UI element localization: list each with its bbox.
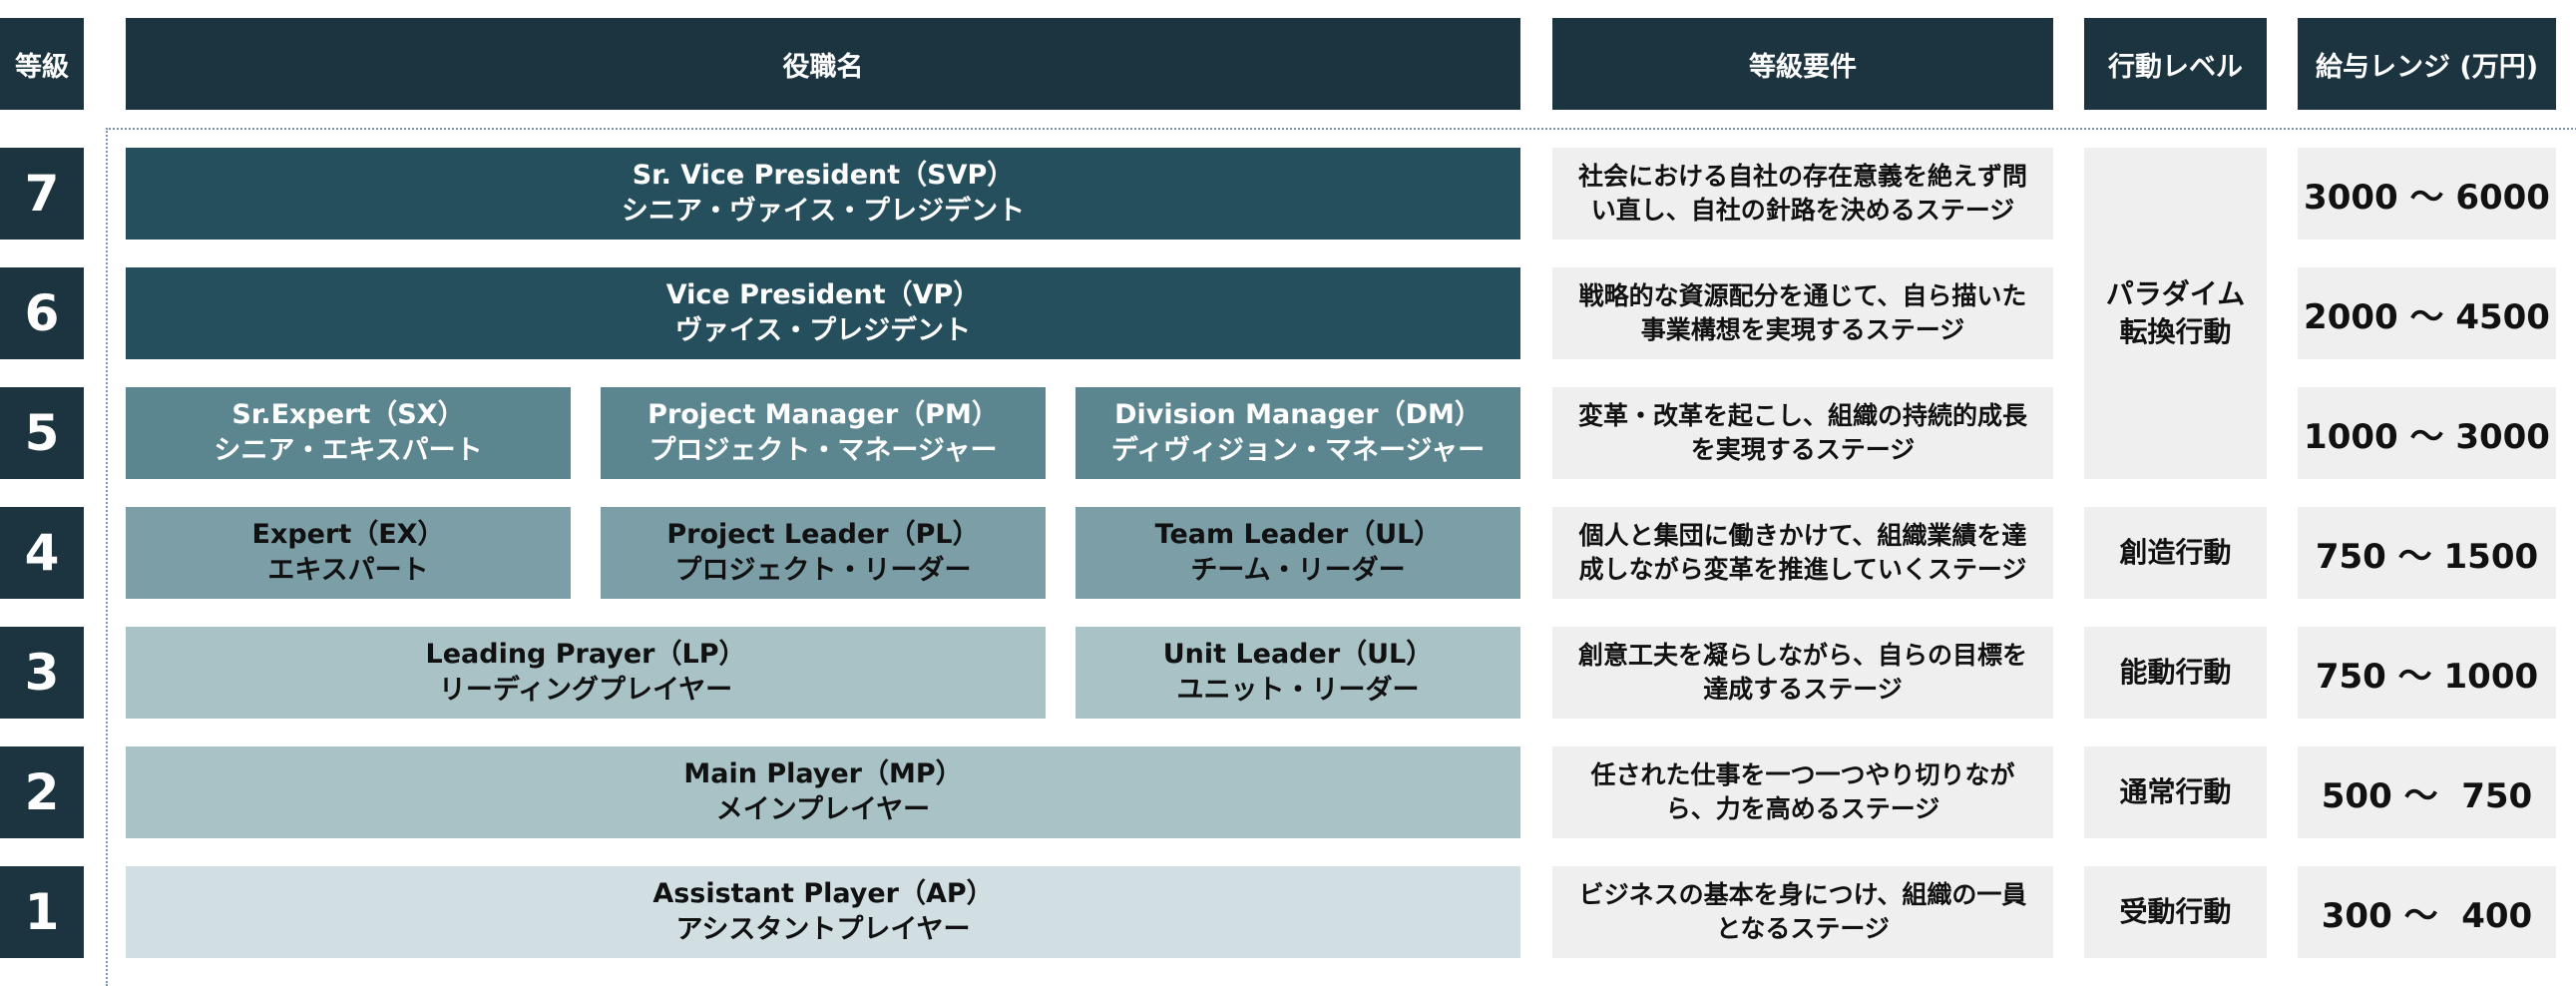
requirement-7-line-2: い直し、自社の針路を決めるステージ [1590, 196, 2015, 225]
header-requirements: 等級要件 [1552, 18, 2053, 110]
salary-7: 3000 ～ 6000 [2298, 148, 2556, 240]
role-vp-ja: ヴァイス・プレジデント [674, 315, 972, 346]
role-mp: Main Player（MP） メインプレイヤー [126, 746, 1520, 838]
requirement-3: 創意工夫を凝らしながら、自らの目標を 達成するステージ [1552, 627, 2053, 719]
role-vp: Vice President（VP） ヴァイス・プレジデント [126, 267, 1520, 359]
role-svp: Sr. Vice President（SVP） シニア・ヴァイス・プレジデント [126, 148, 1520, 240]
role-sx-en: Sr.Expert（SX） [231, 399, 465, 430]
requirement-4: 個人と集団に働きかけて、組織業績を達 成しながら変革を推進していくステージ [1552, 507, 2053, 599]
behavior-creative: 創造行動 [2084, 507, 2267, 599]
role-mp-ja: メインプレイヤー [715, 794, 931, 825]
role-ex: Expert（EX） エキスパート [126, 507, 571, 599]
behavior-paradigm: パラダイム 転換行動 [2084, 148, 2267, 479]
role-tl-ja: チーム・リーダー [1190, 555, 1406, 586]
role-dm: Division Manager（DM） ディヴィジョン・マネージャー [1075, 387, 1520, 479]
requirement-6-line-2: 事業構想を実現するステージ [1640, 315, 1965, 344]
requirement-4-line-2: 成しながら変革を推進していくステージ [1578, 555, 2027, 584]
behavior-paradigm-line-1: パラダイム [2105, 277, 2246, 310]
requirement-5: 変革・改革を起こし、組織の持続的成長 を実現するステージ [1552, 387, 2053, 479]
salary-4: 750 ～ 1500 [2298, 507, 2556, 599]
role-vp-en: Vice President（VP） [665, 279, 981, 310]
role-ul-ja: ユニット・リーダー [1176, 675, 1420, 706]
requirement-7: 社会における自社の存在意義を絶えず問 い直し、自社の針路を決めるステージ [1552, 148, 2053, 240]
requirement-6-line-1: 戦略的な資源配分を通じて、自ら描いた [1578, 281, 2027, 310]
header-grade: 等級 [0, 18, 84, 110]
grade-4: 4 [0, 507, 84, 599]
header-behavior: 行動レベル [2084, 18, 2267, 110]
role-ap-en: Assistant Player（AP） [652, 878, 994, 909]
requirement-1-line-1: ビジネスの基本を身につけ、組織の一員 [1578, 880, 2027, 909]
requirement-2: 任された仕事を一つ一つやり切りなが ら、力を高めるステージ [1552, 746, 2053, 838]
role-ul: Unit Leader（UL） ユニット・リーダー [1075, 627, 1520, 719]
requirement-4-line-1: 個人と集団に働きかけて、組織業績を達 [1578, 521, 2027, 550]
requirement-1: ビジネスの基本を身につけ、組織の一員 となるステージ [1552, 866, 2053, 958]
role-lp: Leading Prayer（LP） リーディングプレイヤー [126, 627, 1046, 719]
role-pl: Project Leader（PL） プロジェクト・リーダー [601, 507, 1046, 599]
grade-2: 2 [0, 746, 84, 838]
role-pm-ja: プロジェクト・マネージャー [648, 435, 998, 466]
role-ap: Assistant Player（AP） アシスタントプレイヤー [126, 866, 1520, 958]
salary-3: 750 ～ 1000 [2298, 627, 2556, 719]
header-title: 役職名 [126, 18, 1520, 110]
salary-5: 1000 ～ 3000 [2298, 387, 2556, 479]
grade-7: 7 [0, 148, 84, 240]
requirement-5-line-1: 変革・改革を起こし、組織の持続的成長 [1577, 401, 2027, 430]
behavior-active: 能動行動 [2084, 627, 2267, 719]
role-pm: Project Manager（PM） プロジェクト・マネージャー [601, 387, 1046, 479]
role-lp-ja: リーディングプレイヤー [438, 675, 733, 706]
role-ul-en: Unit Leader（UL） [1162, 639, 1434, 670]
role-pl-ja: プロジェクト・リーダー [674, 555, 972, 586]
role-dm-ja: ディヴィジョン・マネージャー [1110, 435, 1486, 466]
role-pl-en: Project Leader（PL） [666, 519, 980, 550]
salary-6: 2000 ～ 4500 [2298, 267, 2556, 359]
role-svp-ja: シニア・ヴァイス・プレジデント [621, 196, 1026, 227]
requirement-2-line-1: 任された仕事を一つ一つやり切りなが [1590, 760, 2015, 789]
behavior-passive: 受動行動 [2084, 866, 2267, 958]
behavior-normal: 通常行動 [2084, 746, 2267, 838]
requirement-7-line-1: 社会における自社の存在意義を絶えず問 [1577, 162, 2027, 191]
role-sx: Sr.Expert（SX） シニア・エキスパート [126, 387, 571, 479]
requirement-1-line-2: となるステージ [1716, 914, 1890, 943]
role-ex-ja: エキスパート [267, 555, 429, 586]
requirement-6: 戦略的な資源配分を通じて、自ら描いた 事業構想を実現するステージ [1552, 267, 2053, 359]
role-ex-en: Expert（EX） [251, 519, 445, 550]
role-lp-en: Leading Prayer（LP） [425, 639, 746, 670]
grade-3: 3 [0, 627, 84, 719]
requirement-3-line-2: 達成するステージ [1703, 675, 1903, 704]
role-pm-en: Project Manager（PM） [647, 399, 999, 430]
header-salary: 給与レンジ (万円) [2298, 18, 2556, 110]
role-sx-ja: シニア・エキスパート [214, 435, 483, 466]
grade-5: 5 [0, 387, 84, 479]
requirement-2-line-2: ら、力を高めるステージ [1665, 794, 1940, 823]
salary-2: 500 ～ 750 [2298, 746, 2556, 838]
role-tl-en: Team Leader（UL） [1154, 519, 1442, 550]
grade-1: 1 [0, 866, 84, 958]
salary-1: 300 ～ 400 [2298, 866, 2556, 958]
behavior-paradigm-line-2: 転換行動 [2119, 315, 2232, 348]
grade-6: 6 [0, 267, 84, 359]
role-svp-en: Sr. Vice President（SVP） [632, 160, 1015, 191]
role-dm-en: Division Manager（DM） [1114, 399, 1482, 430]
role-ap-ja: アシスタントプレイヤー [675, 914, 971, 945]
requirement-3-line-1: 創意工夫を凝らしながら、自らの目標を [1577, 641, 2027, 670]
role-tl: Team Leader（UL） チーム・リーダー [1075, 507, 1520, 599]
requirement-5-line-2: を実現するステージ [1690, 435, 1916, 464]
role-mp-en: Main Player（MP） [683, 758, 963, 789]
table-body-frame [106, 128, 2576, 986]
